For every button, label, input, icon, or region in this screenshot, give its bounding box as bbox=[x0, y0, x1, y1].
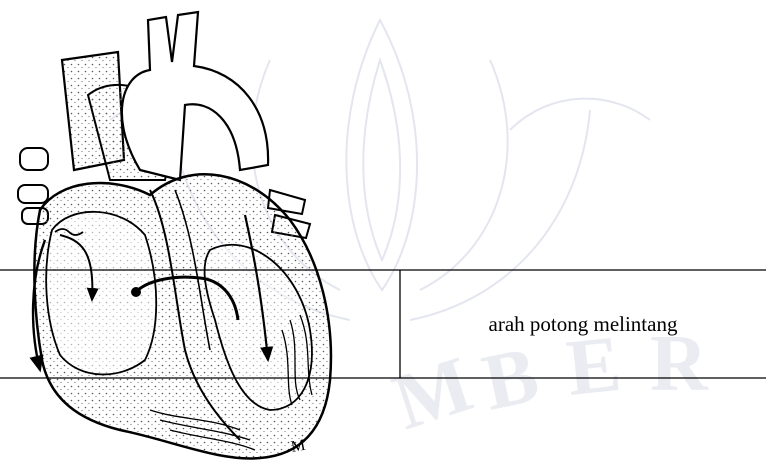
cross-section-label: arah potong melintang bbox=[400, 270, 766, 378]
aortic-arch bbox=[122, 12, 268, 180]
artist-mark: M bbox=[290, 437, 307, 456]
av-node bbox=[131, 287, 141, 297]
